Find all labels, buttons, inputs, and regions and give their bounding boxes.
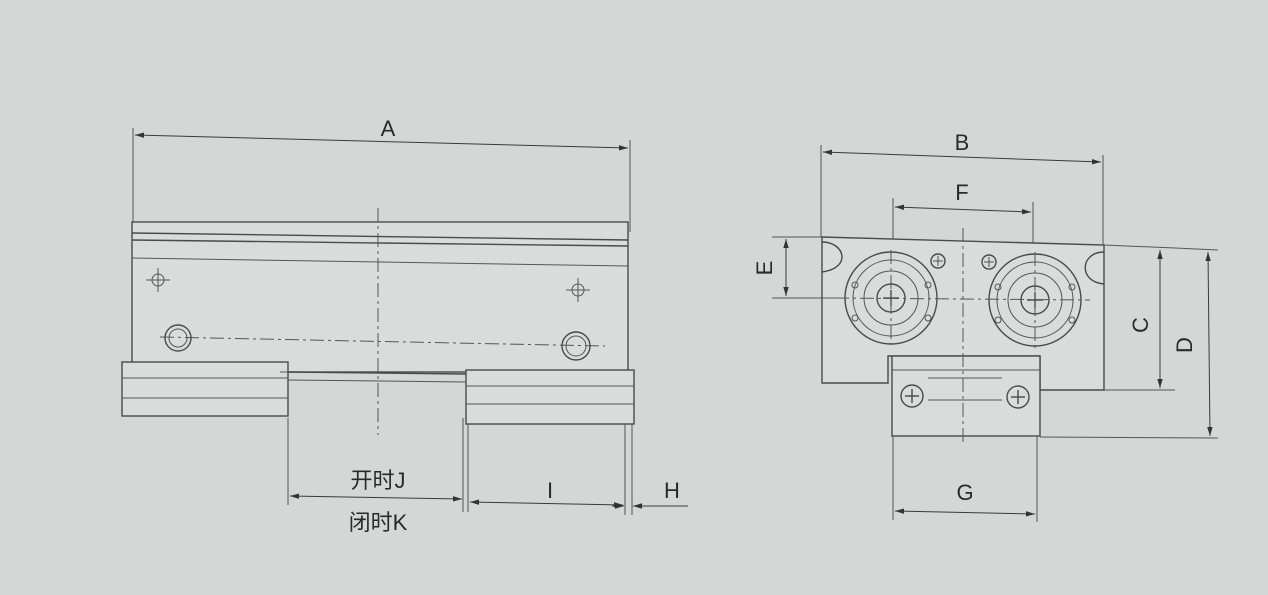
dim-label-close-k: 闭时K (349, 510, 408, 535)
dim-line-jk (289, 493, 463, 502)
dim-label-g: G (956, 480, 973, 505)
dim-line-i (469, 499, 624, 508)
dim-label-e: E (752, 261, 777, 276)
dim-line-a (134, 132, 629, 151)
mounting-hole-icon (566, 278, 590, 302)
dim-label-a: A (381, 116, 396, 141)
screw-icon (981, 254, 997, 270)
mounting-hole-icon (146, 268, 170, 292)
screw-icon (900, 384, 924, 408)
dim-label-h: H (664, 478, 680, 503)
dim-line-d (1205, 251, 1213, 437)
dim-line-g (894, 508, 1036, 517)
dim-label-open-j: 开时J (350, 468, 405, 493)
screw-icon (930, 253, 946, 269)
side-view: A (121, 116, 688, 535)
dim-label-i: I (547, 478, 553, 503)
dim-label-b: B (955, 130, 970, 155)
dim-label-c: C (1128, 317, 1153, 333)
screw-icon (1006, 385, 1030, 409)
dim-label-d: D (1172, 337, 1197, 353)
right-jaw (465, 369, 635, 425)
front-view: B F (752, 130, 1219, 522)
dim-line-f (894, 204, 1032, 215)
pin-hole-icon (561, 331, 591, 361)
pin-hole-icon (164, 324, 192, 352)
left-jaw (121, 361, 290, 417)
dim-line-b (822, 149, 1102, 165)
dim-label-f: F (955, 180, 968, 205)
gripper-body (131, 221, 629, 373)
